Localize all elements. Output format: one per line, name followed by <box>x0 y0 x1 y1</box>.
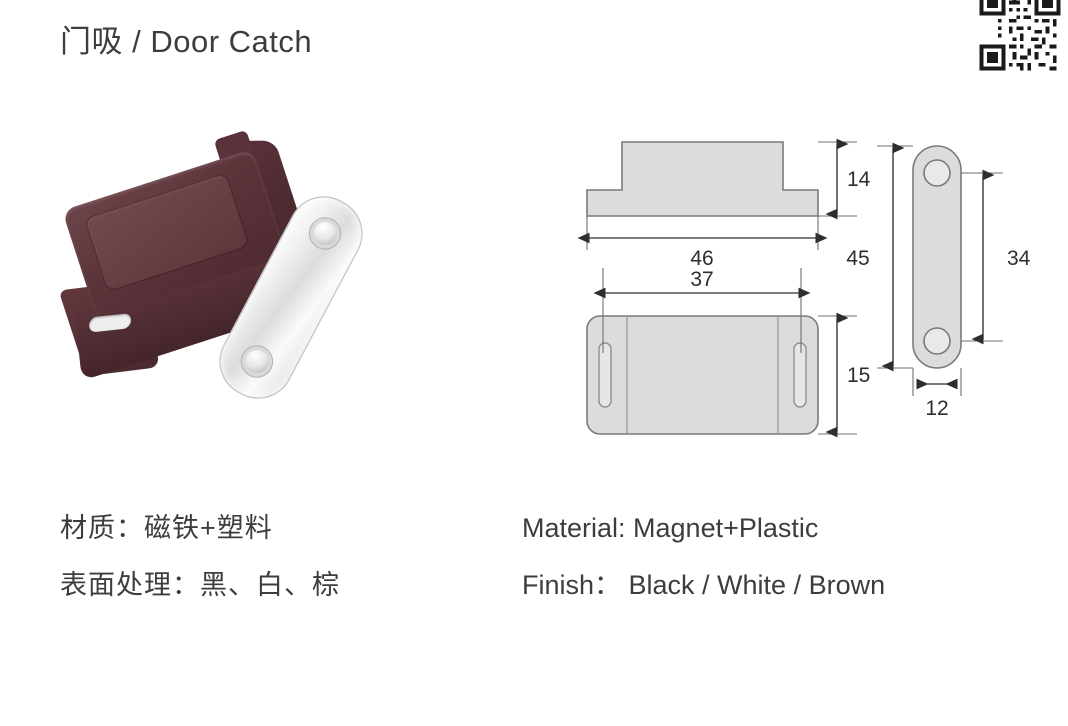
dimension-label-plate-hole-spacing: 34 <box>1007 247 1031 270</box>
specs-chinese-column: 材质：磁铁+塑料 表面处理：黑、白、棕 <box>60 515 340 629</box>
page-title: 门吸 / Door Catch <box>60 24 313 59</box>
spec-material-chinese: 材质：磁铁+塑料 <box>60 513 273 543</box>
dimension-label-profile-height: 14 <box>847 168 871 191</box>
strike-plate-hole-bottom <box>236 341 278 382</box>
dimension-label-body-total-width: 46 <box>690 247 713 270</box>
strike-plate-hole-top <box>304 213 346 254</box>
spec-material-english: Material: Magnet+Plastic <box>522 513 819 543</box>
dimension-label-hole-spacing-width: 37 <box>690 268 713 291</box>
dimension-label-body-depth: 15 <box>847 364 870 387</box>
spec-finish-english: Finish： Black / White / Brown <box>522 570 886 600</box>
product-photo <box>50 129 520 430</box>
specs-english-column: Material: Magnet+Plastic Finish： Black /… <box>522 515 885 629</box>
side-profile-view <box>586 141 819 217</box>
qr-code <box>972 0 1068 74</box>
catch-body-recess <box>83 172 251 293</box>
dimension-label-plate-total-length: 45 <box>846 247 869 270</box>
technical-drawing: 14 46 37 15 45 34 12 <box>575 128 1068 438</box>
top-plan-view <box>586 315 819 435</box>
dimension-label-plate-width: 12 <box>925 397 948 420</box>
spec-finish-chinese: 表面处理：黑、白、棕 <box>60 570 340 600</box>
strike-plate-view <box>912 145 962 369</box>
